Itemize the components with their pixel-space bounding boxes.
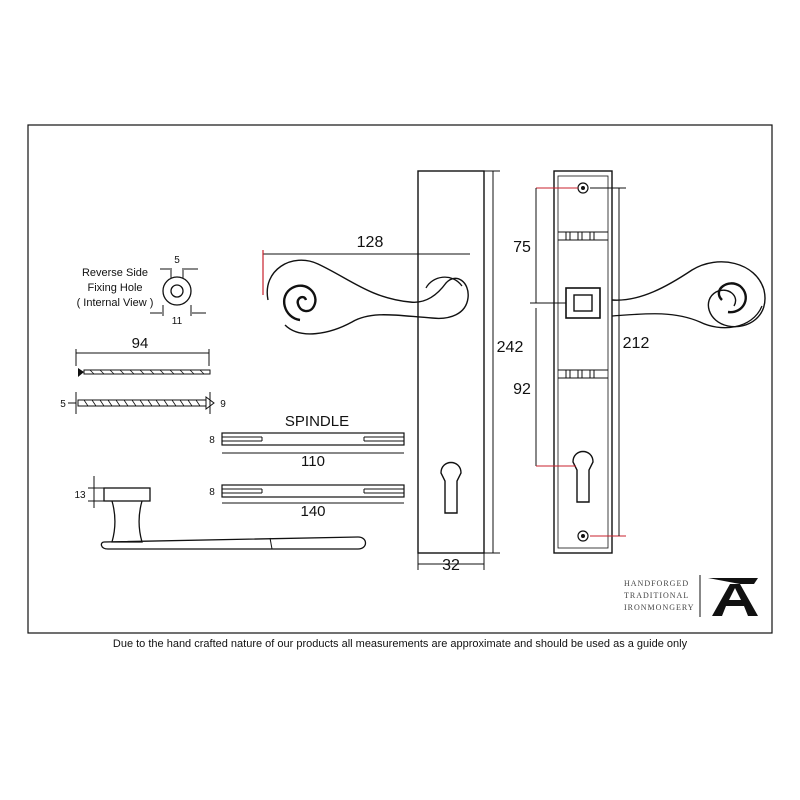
brand-line2: TRADITIONAL (624, 591, 689, 600)
back-top-offset-dim: 75 (513, 239, 531, 256)
screw-length-dim: 94 (132, 335, 149, 352)
spindle-short-length-dim: 110 (301, 453, 325, 470)
plate-width-dim: 32 (442, 557, 460, 574)
lever-projection-dim: 128 (357, 234, 384, 251)
fix-hole-bottom-dim: 11 (172, 316, 183, 327)
fixing-hole-detail: Reverse Side Fixing Hole ( Internal View… (77, 255, 206, 327)
screw-right-dim: 9 (220, 399, 226, 410)
back-total-dim: 212 (623, 335, 650, 352)
internal-view-label: ( Internal View ) (77, 297, 154, 309)
disclaimer-text: Due to the hand crafted nature of our pr… (112, 638, 688, 650)
brand-line3: IRONMONGERY (624, 603, 695, 612)
spindle-short-height-dim: 8 (209, 435, 215, 446)
reverse-side-label: Reverse Side (82, 267, 148, 279)
fixing-hole-label: Fixing Hole (87, 282, 142, 294)
plate-height-dim: 242 (497, 339, 524, 356)
screws-detail: 94 5 9 (60, 335, 226, 414)
rose-height-dim: 13 (74, 490, 86, 501)
front-plate-view: 128 242 32 (262, 170, 524, 574)
drawing-frame (27, 124, 773, 634)
screw-left-dim: 5 (60, 399, 66, 410)
spindle-label: SPINDLE (285, 413, 349, 430)
anvil-logo-icon (708, 578, 758, 616)
lever-side-view: 13 (74, 476, 367, 550)
spindle-long-height-dim: 8 (209, 487, 215, 498)
brand-block: HANDFORGED TRADITIONAL IRONMONGERY (624, 575, 758, 617)
brand-line1: HANDFORGED (624, 579, 689, 588)
back-plate-view: 75 92 212 (513, 170, 766, 554)
fix-hole-top-dim: 5 (174, 255, 180, 266)
back-centre-dim: 92 (513, 381, 531, 398)
spindle-detail: SPINDLE 8 110 8 140 (209, 413, 405, 520)
spindle-long-length-dim: 140 (300, 503, 325, 520)
